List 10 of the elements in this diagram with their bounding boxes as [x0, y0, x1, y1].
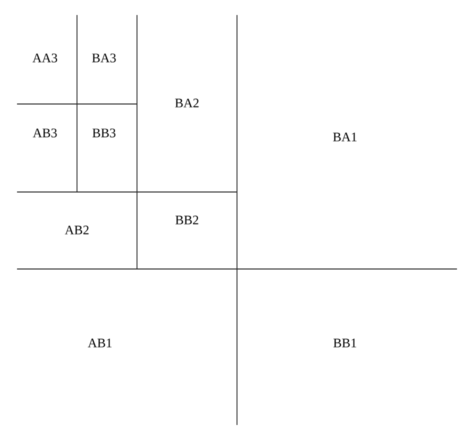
region-label: AB2 [64, 226, 89, 234]
region-label: BB1 [333, 338, 356, 348]
region-label: AB1 [88, 338, 112, 348]
region-label: BA2 [175, 98, 199, 108]
region-label: BA3 [92, 54, 116, 62]
region-label: AA3 [32, 54, 58, 62]
region-label: BB3 [92, 128, 116, 138]
region-label: AB3 [32, 128, 57, 138]
region-label: BB2 [175, 216, 198, 224]
region-label: BA1 [333, 132, 356, 142]
